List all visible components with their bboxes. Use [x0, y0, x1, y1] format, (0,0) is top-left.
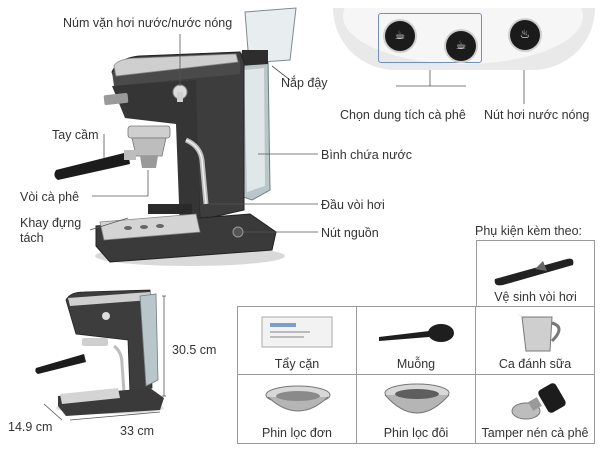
accessory-name: Phin lọc đôi: [383, 426, 449, 440]
accessory-name: Tẩy cặn: [274, 357, 320, 371]
accessory-name: Phin lọc đơn: [261, 426, 333, 440]
accessory-name: Muỗng: [396, 357, 436, 371]
double-cup-icon: ☕: [455, 38, 467, 52]
accessory-double-filter: Phin lọc đôi: [356, 374, 476, 444]
label-drip-tray: Khay đựng tách: [20, 216, 82, 245]
accessory-descaler: Tẩy cặn: [237, 306, 357, 375]
nozzle-cleaner-icon: [494, 258, 574, 286]
label-coffee-spout: Vòi cà phê: [20, 190, 80, 204]
dimension-width: 33 cm: [120, 424, 155, 438]
single-cup-button: ☕: [385, 21, 415, 51]
double-filter-icon: [384, 383, 450, 414]
label-water-tank: Bình chứa nước: [321, 148, 412, 162]
accessory-name: Ca đánh sữa: [498, 357, 572, 371]
label-steam-wand: Đầu vòi hơi: [321, 198, 385, 212]
milk-jug-icon: [516, 313, 561, 352]
single-filter-icon: [265, 385, 331, 412]
dimension-height: 30.5 cm: [172, 343, 217, 357]
accessory-single-filter: Phin lọc đơn: [237, 374, 357, 444]
steam-icon: ♨: [519, 27, 531, 41]
accessory-name: Tamper nén cà phê: [481, 426, 589, 440]
double-cup-button: ☕: [446, 31, 476, 61]
accessory-tamper: Tamper nén cà phê: [475, 374, 595, 444]
label-power-button: Nút nguồn: [321, 226, 379, 240]
measuring-spoon-icon: [379, 324, 454, 342]
single-cup-icon: ☕: [394, 28, 406, 42]
label-steam-button: Nút hơi nước nóng: [484, 108, 590, 122]
tamper-icon: [511, 383, 566, 420]
label-lid: Nắp đậy: [281, 76, 328, 90]
accessories-grid: Tẩy cặn Muỗng Ca đánh sữa Phin lọc đơn P…: [237, 306, 595, 444]
steam-button: ♨: [510, 20, 540, 50]
descaler-packet-icon: [261, 316, 333, 348]
dimension-depth: 14.9 cm: [8, 420, 53, 434]
accessory-name: Vệ sinh vòi hơi: [494, 290, 577, 304]
accessory-nozzle-cleaner: Vệ sinh vòi hơi: [476, 240, 595, 306]
accessory-spoon: Muỗng: [356, 306, 476, 375]
cup-volume-highlight: [378, 13, 482, 63]
label-cup-volume: Chọn dung tích cà phê: [340, 108, 466, 122]
label-steam-knob: Núm vặn hơi nước/nước nóng: [63, 16, 233, 30]
accessory-milk-jug: Ca đánh sữa: [475, 306, 595, 375]
label-handle: Tay cầm: [52, 128, 99, 142]
accessories-title: Phụ kiện kèm theo:: [475, 224, 583, 238]
